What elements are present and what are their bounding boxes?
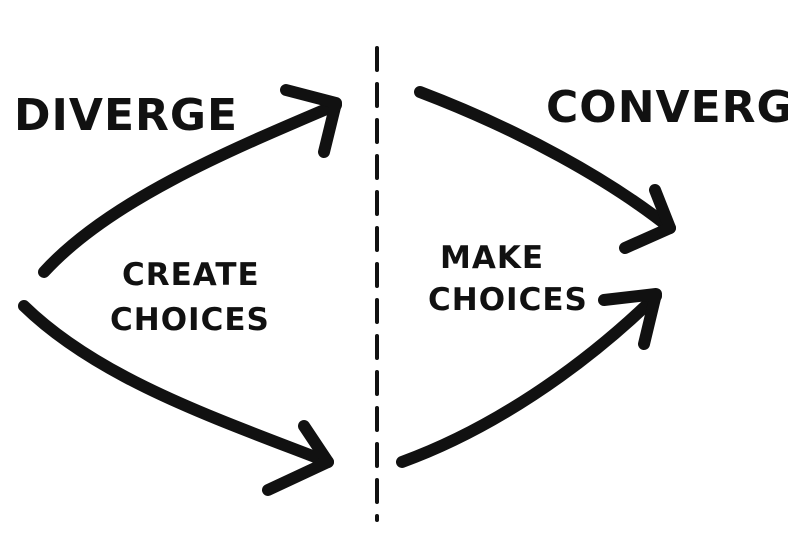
lower-converge-arrow [396, 290, 662, 468]
lower-diverge-arrowhead [262, 420, 334, 496]
create-label: CREATE [122, 257, 260, 293]
lower-diverge-arrow [18, 300, 334, 468]
choices-right-label: CHOICES [428, 282, 588, 318]
upper-converge-arrowhead [619, 184, 676, 254]
upper-diverge-arrowhead [280, 84, 342, 158]
upper-converge-arrow [414, 86, 676, 234]
choices-left-label: CHOICES [110, 302, 270, 338]
diverge-heading: DIVERGE [14, 90, 238, 141]
lower-converge-arrowhead [598, 288, 662, 350]
upper-diverge-arrow [38, 99, 342, 278]
converge-heading: CONVERGE [546, 82, 788, 133]
make-label: MAKE [440, 240, 544, 276]
